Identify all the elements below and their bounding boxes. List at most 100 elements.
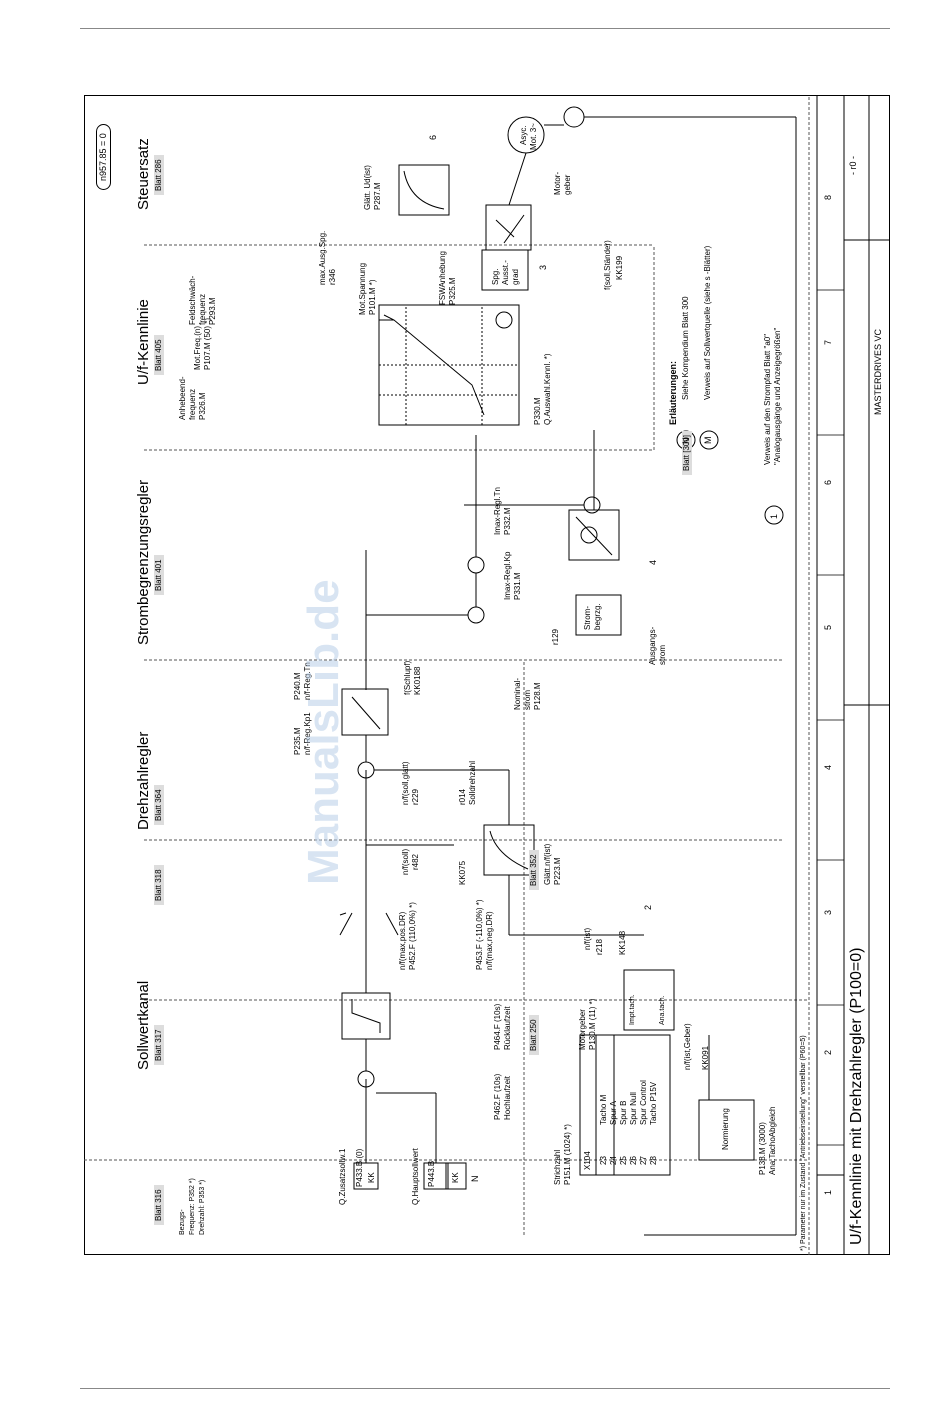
- footnote: *) Parameter nur im Zustand "Antriebsein…: [800, 1035, 807, 1251]
- uf-mspan2: P101.M *): [368, 279, 377, 315]
- spg1: Spg.: [491, 268, 500, 285]
- col-4: 4: [823, 764, 833, 770]
- signal-spur-control: Spur Control: [639, 1080, 648, 1125]
- asyc1: Asyc.: [519, 125, 528, 145]
- limit-pos-label: n/f(max,pos.DR): [398, 911, 407, 970]
- f-schlupf: f(Schlupf): [403, 660, 412, 695]
- uf-anh3: P326.M: [198, 392, 207, 420]
- bottom-rule: [80, 1388, 890, 1389]
- f-soll-staender: f(soll,Ständer): [603, 240, 612, 290]
- motorgeber: Motorgeber: [578, 1009, 587, 1050]
- r229: r229: [411, 788, 420, 805]
- signal-tacho-m: Tacho M: [599, 1094, 608, 1125]
- solldrehzahl: Solldrehzahl: [468, 760, 477, 805]
- sheet-364: Blatt 364: [154, 785, 164, 825]
- diagram-frame: Blatt 316 Blatt 317 Blatt 318 Blatt 364 …: [84, 95, 890, 1255]
- filt-label: Glätt.n/f(ist): [543, 843, 552, 885]
- ana-tach: Ana.tach.: [659, 995, 666, 1025]
- normierung: Normierung: [721, 1108, 730, 1150]
- anatacho: Ana.TachoAbgleich: [768, 1106, 777, 1176]
- signal-spur-a: Spur A: [609, 1100, 618, 1125]
- uf-mot2: P107.M (50) *): [203, 317, 212, 370]
- imax-kp-param: P331.M: [513, 572, 522, 600]
- sheet-286: Blatt 286: [154, 155, 164, 195]
- steuer-gl2: P287.M: [373, 182, 382, 210]
- sheet-401: Blatt 401: [154, 555, 164, 595]
- legend-nm-text: Verweis auf Sollwertquelle (siehe s -Blä…: [703, 245, 712, 400]
- watermark: ManualsLib.de: [299, 579, 348, 885]
- uf-fsw1: FSWAnhebung: [438, 251, 447, 305]
- uf-mot1: Mot.Freq.(n): [193, 325, 202, 370]
- motorgeber-2: geber: [563, 174, 572, 195]
- col-6: 6: [823, 479, 833, 485]
- spg2: Ausst.-: [501, 260, 510, 285]
- input-zusatz-param: P433.B (0): [355, 1148, 364, 1187]
- kk0188: KK0188: [413, 666, 422, 695]
- uf-feld2: frequenz: [198, 293, 207, 325]
- imax-tn: Imax-Regl.Tn: [493, 486, 502, 535]
- uf-maxa2: r346: [328, 268, 337, 285]
- section-title-strombegrenzung: Strombegrenzungsregler: [135, 479, 152, 645]
- section-title-steuersatz: Steuersatz: [135, 138, 152, 210]
- legend-n: N: [681, 437, 691, 445]
- circle-6: 6: [428, 134, 438, 140]
- ngeber-label: n/f(ist,Geber): [683, 1023, 692, 1070]
- ausgang1: Ausgangs-: [648, 626, 657, 665]
- p151: P151.M (1024) *): [563, 1124, 572, 1185]
- legend-ref2: "Analogausgänge und Anzeigegrößen": [773, 327, 782, 465]
- footer-page: - r0 -: [848, 156, 858, 175]
- motorgeber-1: Motor-: [553, 171, 562, 195]
- r482: r482: [411, 853, 420, 870]
- legend-title: Erläuterungen:: [668, 360, 678, 425]
- kk199: KK199: [615, 255, 624, 280]
- r014: r014: [458, 788, 467, 805]
- section-title-sollwertkanal: Sollwertkanal: [135, 980, 152, 1070]
- x104: X104: [583, 1151, 592, 1170]
- sheet-405: Blatt 405: [154, 335, 164, 375]
- footer-product: MASTERDRIVES VC: [873, 328, 883, 415]
- uf-feld1: Feldschwäch-: [188, 275, 197, 325]
- p138: P138.M (3000): [758, 1122, 767, 1175]
- r129: r129: [551, 628, 560, 645]
- kk075: KK075: [458, 860, 467, 885]
- uf-q2: Q.Auswahl.Kennl. *): [543, 353, 552, 425]
- sheet-318: Blatt 318: [154, 865, 164, 905]
- uf-mspan1: Mot.Spannung: [358, 262, 367, 315]
- imax-tn-param: P332.M: [503, 507, 512, 535]
- kk148: KK148: [618, 930, 627, 955]
- n-circle-label: N: [470, 1175, 480, 1183]
- col-8: 8: [823, 194, 833, 200]
- circle-3: 3: [538, 264, 548, 270]
- limit-neg-param: P453.F (-110,0%) *): [475, 899, 484, 970]
- rotated-diagram: Blatt 316 Blatt 317 Blatt 318 Blatt 364 …: [84, 95, 890, 1255]
- col-5: 5: [823, 624, 833, 630]
- sheet-250: Blatt 250: [529, 1015, 539, 1055]
- ausgang2: strom: [658, 645, 667, 665]
- steuer-gl1: Glätt. Ud(ist): [363, 165, 372, 210]
- sheet-317: Blatt 317: [154, 1025, 164, 1065]
- imax-kp: Imax-Regl.Kp: [503, 551, 512, 600]
- col-1: 1: [823, 1189, 833, 1195]
- strichzahl: Strichzahl: [553, 1149, 562, 1185]
- col-3: 3: [823, 909, 833, 915]
- pin-26: 26: [629, 1156, 638, 1165]
- uf-maxa1: max.Ausg.Spg.: [318, 230, 327, 285]
- nglatt-label: n/f(soll,glatt): [401, 761, 410, 805]
- sheet-352: Blatt 352: [529, 850, 539, 890]
- diagram-lines: [84, 95, 890, 1255]
- limit-pos-param: P452.F (110,0%) *): [408, 902, 417, 970]
- pin-25: 25: [619, 1156, 628, 1165]
- pin-28: 28: [649, 1156, 658, 1165]
- signal-spur-b: Spur B: [619, 1100, 628, 1125]
- kk091: KK091: [701, 1045, 710, 1070]
- ramp-hoch-label: Hochlaufzeit: [503, 1075, 512, 1120]
- uf-fsw2: P325.M: [448, 277, 457, 305]
- legend-m: M: [703, 436, 713, 445]
- input-zusatz-label: Q.Zusatzsollw.1: [338, 1148, 347, 1205]
- impt-tach: Impt.tach.: [629, 994, 636, 1025]
- sheet-316: Blatt 316: [154, 1185, 164, 1225]
- top-rule: [80, 28, 890, 29]
- bezug-frequenz: Frequenz: P352 *): [189, 1178, 196, 1235]
- strom2: begrzg.: [593, 603, 602, 630]
- ramp-hoch-param: P462.F (10s): [493, 1073, 502, 1120]
